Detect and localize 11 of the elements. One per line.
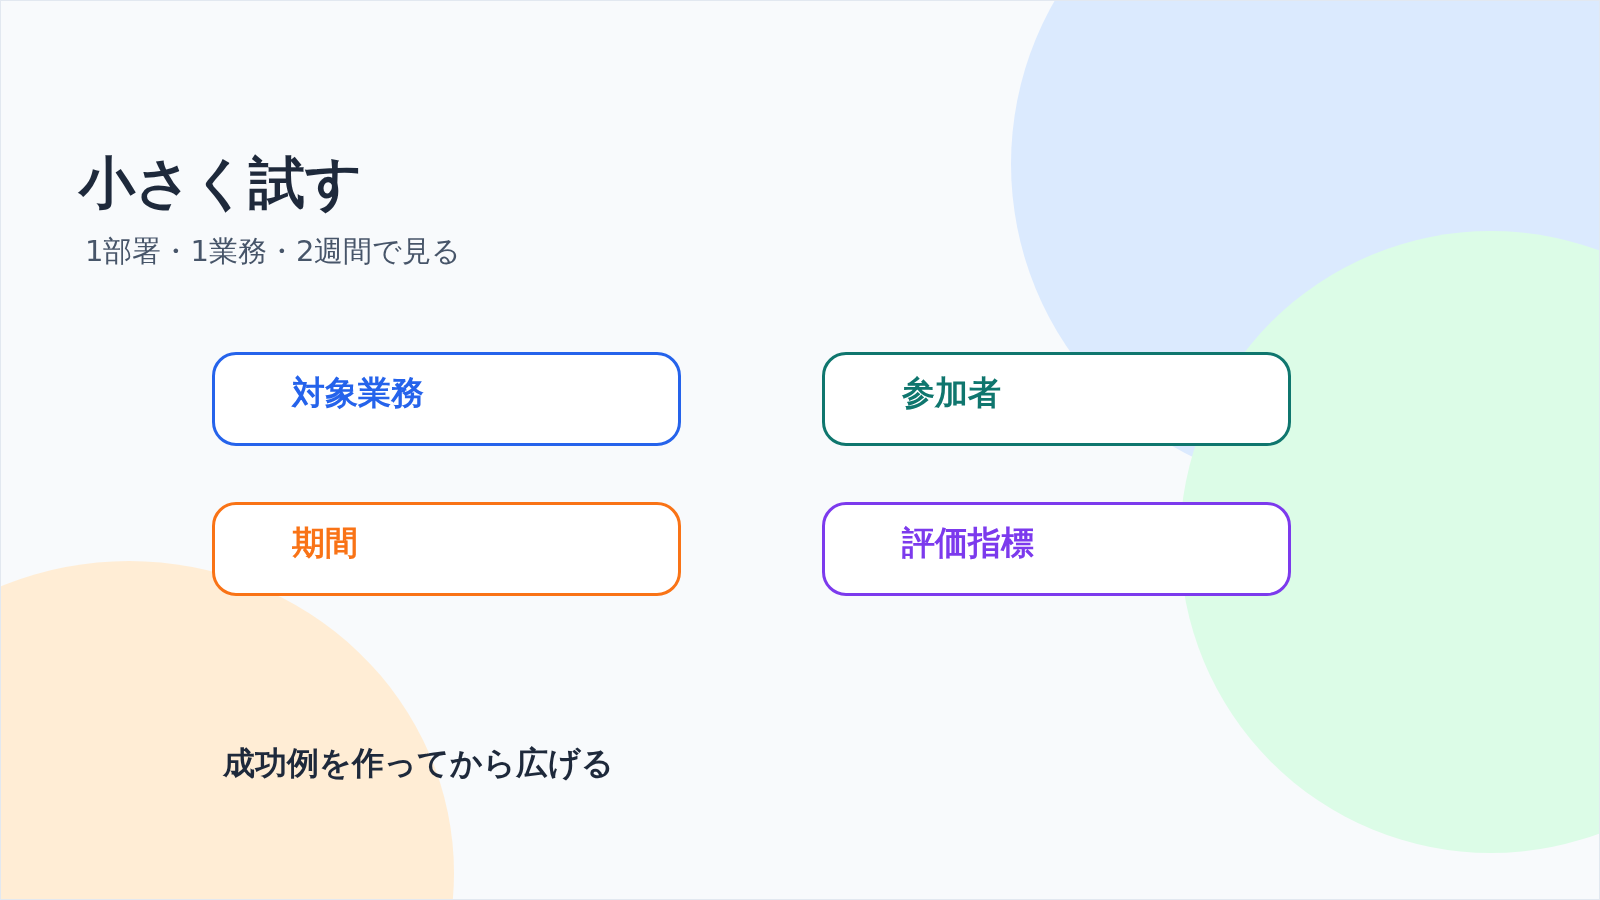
- subtitle: 1部署・1業務・2週間で見る: [85, 233, 462, 270]
- category-box: [822, 502, 1291, 596]
- category-box: [212, 502, 681, 596]
- box-title: 期間: [292, 523, 358, 563]
- box-title: 対象業務: [292, 373, 424, 413]
- category-box: [822, 352, 1291, 446]
- title: 小さく試す: [79, 149, 362, 216]
- box-title: 参加者: [902, 373, 1001, 413]
- box-title: 評価指標: [902, 523, 1034, 563]
- summary-text: 成功例を作ってから広げる: [223, 743, 614, 783]
- category-box: [212, 352, 681, 446]
